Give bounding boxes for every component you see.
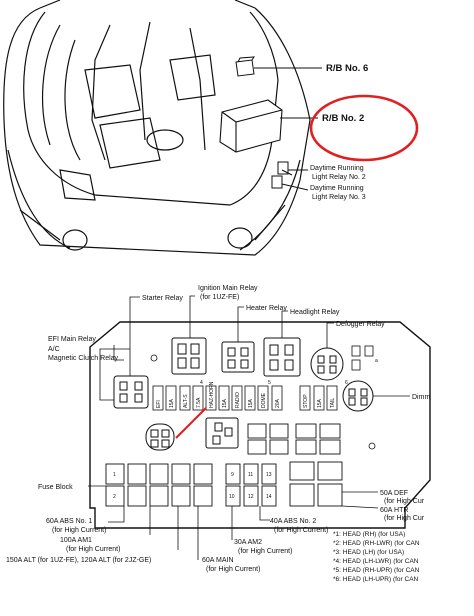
fuse-tag-4: HAZ-HORN bbox=[209, 381, 215, 408]
am1-label: 100A AM1 bbox=[60, 537, 92, 544]
htr-sublabel: (for High Cur bbox=[384, 515, 425, 522]
footnote-1: *1: HEAD (RH) (for USA) bbox=[333, 531, 405, 538]
rb6-label: R/B No. 6 bbox=[326, 63, 368, 74]
ignition-relay-label-line2: (for 1UZ-FE) bbox=[200, 294, 239, 301]
heater-relay-label: Heater Relay bbox=[246, 305, 287, 312]
marker-defogger: 6 bbox=[345, 380, 348, 386]
ac-clutch-relay-shape bbox=[145, 423, 175, 451]
footnotes: *1: HEAD (RH) (for USA) *2: HEAD (RH-LWR… bbox=[333, 531, 420, 583]
fuse-tag-3: 7.5A bbox=[196, 397, 202, 408]
fuse-cell-1: 1 bbox=[113, 472, 116, 478]
am2-label: 30A AM2 bbox=[234, 539, 262, 546]
fuse-tag-1: 15A bbox=[169, 398, 175, 408]
efi-main-relay-shape bbox=[205, 417, 239, 449]
mid-relay-grid bbox=[247, 423, 341, 455]
headlight-relay-shape bbox=[263, 337, 301, 377]
rb2-relay-box-shape bbox=[219, 99, 283, 153]
dimmer-relay-label: Dimm bbox=[412, 394, 430, 401]
fuse-cell-13: 13 bbox=[266, 472, 272, 478]
highlight-pointer-line bbox=[175, 407, 207, 439]
abs2-label: 40A ABS No. 2 bbox=[270, 518, 316, 525]
fuse-cell-14: 14 bbox=[266, 494, 272, 500]
drl3-leader-line bbox=[281, 183, 309, 191]
small-relays-right bbox=[351, 345, 374, 371]
defogger-relay-shape bbox=[310, 347, 344, 381]
am1-sublabel: (for High Current) bbox=[66, 546, 120, 553]
rb2-label: R/B No. 2 bbox=[322, 113, 364, 124]
fuse-cell-9: 9 bbox=[231, 472, 234, 478]
marker-headlight: 5 bbox=[268, 380, 271, 386]
fuse-tag-9: 20A bbox=[275, 398, 281, 408]
main-sublabel: (for High Current) bbox=[206, 566, 260, 573]
fuse-tag-5: 15A bbox=[222, 398, 228, 408]
starter-relay-label: Starter Relay bbox=[142, 295, 183, 302]
am2-sublabel: (for High Current) bbox=[238, 548, 292, 555]
fuse-block-label: Fuse Block bbox=[38, 484, 73, 491]
rb6-relay-box-shape bbox=[235, 56, 255, 77]
footnote-4: *4: HEAD (LH-LWR) (for CAN bbox=[333, 558, 419, 565]
car-outline bbox=[3, 0, 311, 256]
fuse-cell-12: 12 bbox=[248, 494, 254, 500]
heater-relay-shape bbox=[221, 341, 255, 373]
abs1-label: 60A ABS No. 1 bbox=[46, 518, 92, 525]
top-fuse-row bbox=[152, 385, 338, 411]
htr-label: 60A HTR bbox=[380, 507, 408, 514]
fuse-tag-0: EFI bbox=[156, 400, 162, 408]
fuse-block-numbers: 1 2 9 10 11 12 13 14 bbox=[113, 472, 272, 500]
top-fuse-tags: EFI 15A ALT-S 7.5A HAZ-HORN 15A RADIO 15… bbox=[156, 381, 336, 408]
fuse-cell-11: 11 bbox=[248, 472, 253, 478]
marker-dot-left bbox=[150, 354, 158, 362]
footnote-5: *5: HEAD (RH-UPR) (for CAN bbox=[333, 567, 420, 574]
fuse-tag-6: RADIO bbox=[235, 392, 241, 408]
relay-box-outline bbox=[89, 321, 431, 529]
drl3-label-line1: Daytime Running bbox=[310, 185, 364, 192]
ac-relay-label-line1: A/C bbox=[48, 346, 60, 353]
relay-leader-lines bbox=[88, 295, 410, 560]
fuse-cell-2: 2 bbox=[113, 494, 116, 500]
drl3-label-line2: Light Relay No. 3 bbox=[312, 194, 366, 201]
def-label: 50A DEF bbox=[380, 490, 408, 497]
footnote-3: *3: HEAD (LH) (for USA) bbox=[333, 549, 404, 556]
rb2-highlight-circle bbox=[309, 94, 419, 162]
def-sublabel: (for High Cur bbox=[384, 498, 425, 505]
fuse-tag-10: STOP bbox=[303, 394, 309, 408]
fuse-block-grid bbox=[105, 461, 343, 507]
drl2-label-line2: Light Relay No. 2 bbox=[312, 174, 366, 181]
efi-main-relay-label: EFI Main Relay bbox=[48, 336, 96, 343]
defogger-relay-label: Defogger Relay bbox=[336, 321, 385, 328]
fuse-tag-11: 15A bbox=[317, 398, 323, 408]
relay-markers: 4 5 6 a bbox=[150, 354, 378, 450]
fuse-tag-7: 15A bbox=[248, 398, 254, 408]
starter-relay-shape bbox=[113, 375, 149, 409]
ignition-relay-shape bbox=[171, 337, 207, 375]
ac-relay-label-line2: Magnetic Clutch Relay bbox=[48, 355, 119, 362]
footnote-6: *6: HEAD (LH-UPR) (for CAN bbox=[333, 576, 419, 583]
drl-relay-shapes bbox=[271, 161, 293, 189]
footnote-2: *2: HEAD (RH-LWR) (for CAN bbox=[333, 540, 420, 547]
fuse-cell-10: 10 bbox=[229, 494, 235, 500]
alt-label: 150A ALT (for 1UZ-FE), 120A ALT (for 2JZ… bbox=[6, 557, 151, 564]
drl2-label-line1: Daytime Running bbox=[310, 165, 364, 172]
fuse-tag-2: ALT-S bbox=[183, 394, 189, 408]
marker-a: a bbox=[375, 358, 378, 364]
marker-ignition: 4 bbox=[200, 380, 203, 386]
fuse-tag-12: TAIL bbox=[330, 398, 336, 408]
marker-dot-right bbox=[368, 442, 376, 450]
main-label: 60A MAIN bbox=[202, 557, 234, 564]
abs2-sublabel: (for High Current) bbox=[274, 527, 328, 534]
fuse-tag-8: DOME bbox=[261, 392, 267, 408]
abs1-sublabel: (for High Current) bbox=[52, 527, 106, 534]
ignition-relay-label-line1: Ignition Main Relay bbox=[198, 285, 258, 292]
headlight-relay-label: Headlight Relay bbox=[290, 309, 340, 316]
